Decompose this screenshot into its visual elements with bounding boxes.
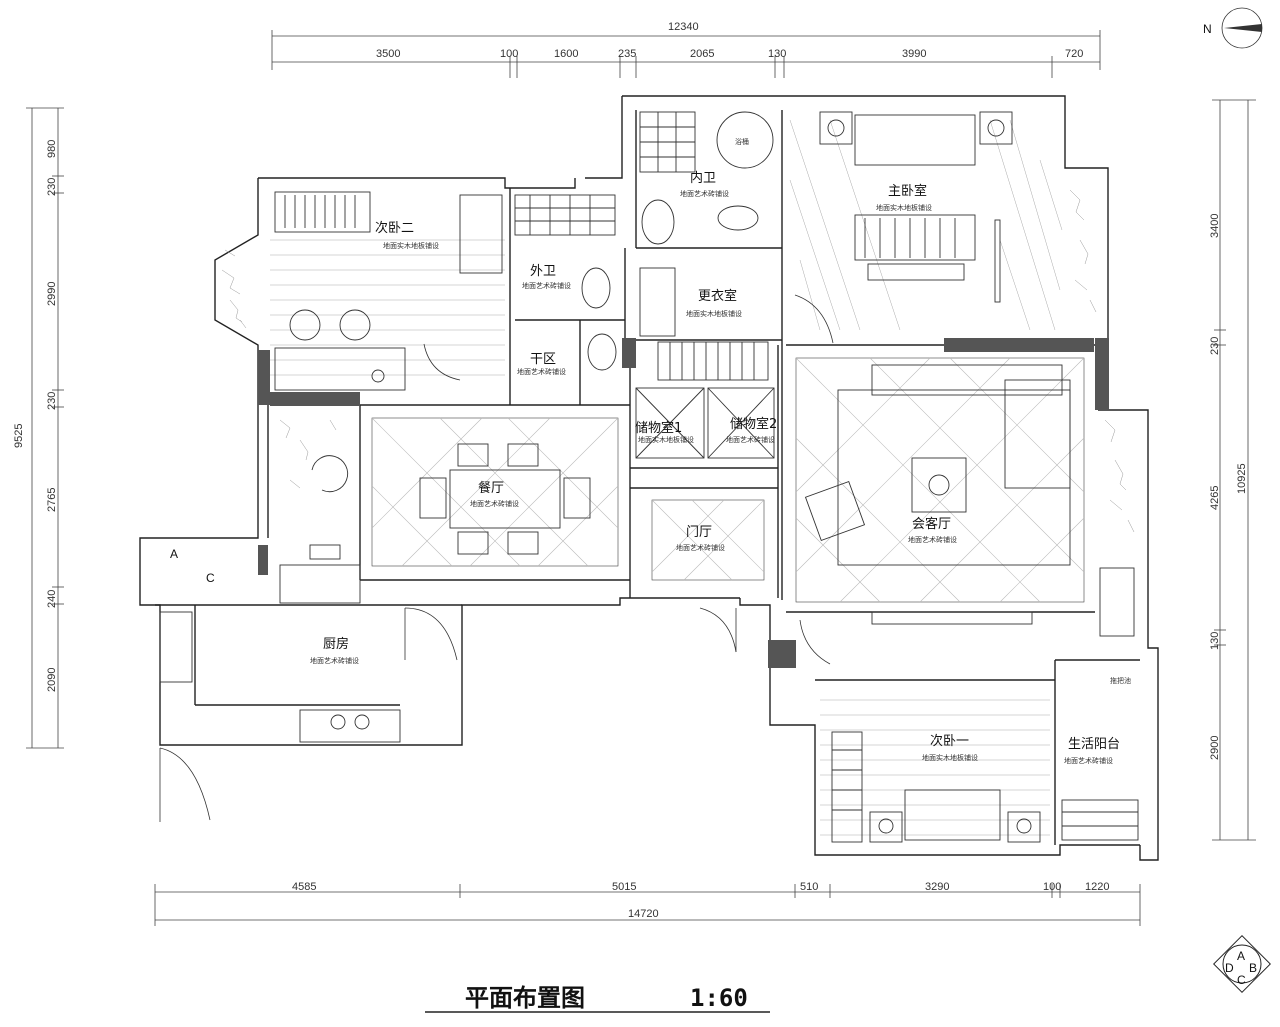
dimension-lines (26, 30, 1256, 926)
drawing-title: 平面布置图 1:60 (425, 984, 770, 1013)
index-d: D (1225, 961, 1234, 975)
dim-left-1: 980 (46, 140, 58, 158)
floor-note-bedroom2: 地面实木地板铺设 (383, 241, 439, 250)
room-name-bedroom1: 次卧一 (930, 733, 969, 749)
dim-top-5: 2065 (690, 48, 714, 60)
dim-bottom-1: 4585 (292, 881, 316, 893)
floor-note-balcony: 地面艺术砖铺设 (1064, 756, 1113, 765)
room-name-living: 会客厅 (912, 516, 951, 532)
plan-title: 平面布置图 (465, 984, 585, 1012)
tile-grid (371, 357, 1085, 603)
floor-note-master: 地面实木地板铺设 (876, 203, 932, 212)
dimension-numbers: 12340 3500 100 1600 235 2065 130 3990 72… (13, 21, 1248, 920)
floor-note-dining: 地面艺术砖铺设 (470, 499, 519, 508)
floor-note-storage1: 地面实木地板铺设 (638, 435, 694, 444)
room-name-storage1: 储物室1 (635, 420, 682, 436)
index-a: A (1237, 949, 1245, 963)
room-labels: 次卧二 地面实木地板铺设 外卫 地面艺术砖铺设 干区 地面艺术砖铺设 内卫 地面… (170, 137, 1131, 765)
dim-right-3: 4265 (1209, 486, 1221, 510)
dim-left-5: 2765 (46, 488, 58, 512)
dim-top-4: 235 (618, 48, 636, 60)
dim-top-7: 3990 (902, 48, 926, 60)
floor-note-closet: 地面实木地板铺设 (686, 309, 742, 318)
dim-left-2: 230 (46, 178, 58, 196)
dim-top-2: 100 (500, 48, 518, 60)
dim-left-4: 230 (46, 392, 58, 410)
index-c: C (1237, 973, 1246, 987)
dim-right-total: 10925 (1236, 463, 1248, 494)
dim-top-8: 720 (1065, 48, 1083, 60)
dim-left-3: 2990 (46, 282, 58, 306)
index-b: B (1249, 961, 1257, 975)
marker-a: A (170, 547, 178, 561)
floor-note-kitchen: 地面艺术砖铺设 (310, 656, 359, 665)
dim-top-1: 3500 (376, 48, 400, 60)
bathtub-label: 浴桶 (735, 137, 749, 146)
north-arrow: N (1203, 7, 1263, 49)
dim-top-3: 1600 (554, 48, 578, 60)
dim-left-total: 9525 (13, 424, 25, 448)
columns (258, 338, 1109, 668)
dim-right-1: 3400 (1209, 214, 1221, 238)
room-name-dry-zone: 干区 (530, 352, 556, 367)
plan-scale: 1:60 (690, 984, 748, 1012)
floor-note-dry-zone: 地面艺术砖铺设 (517, 367, 566, 376)
room-name-dining: 餐厅 (478, 480, 504, 496)
dim-left-6: 240 (46, 590, 58, 608)
dim-bottom-4: 3290 (925, 881, 949, 893)
room-name-bath-inner: 内卫 (690, 170, 716, 186)
dim-right-2: 230 (1209, 337, 1221, 355)
floor-note-living: 地面艺术砖铺设 (908, 535, 957, 544)
floor-hatching (270, 119, 1063, 836)
dim-top-total: 12340 (668, 21, 699, 33)
dim-bottom-3: 510 (800, 881, 818, 893)
dim-bottom-6: 1220 (1085, 881, 1109, 893)
dim-bottom-5: 100 (1043, 881, 1061, 893)
room-name-foyer: 门厅 (686, 525, 712, 540)
room-name-storage2: 储物室2 (730, 416, 777, 432)
floor-note-bedroom1: 地面实木地板铺设 (922, 753, 978, 762)
room-name-master: 主卧室 (888, 183, 927, 199)
marker-c: C (206, 571, 215, 585)
balcony-texture (221, 189, 1135, 533)
room-name-bedroom2: 次卧二 (375, 220, 414, 236)
dim-left-7: 2090 (46, 668, 58, 692)
floor-note-bath-inner: 地面艺术砖铺设 (680, 189, 729, 198)
room-name-kitchen: 厨房 (323, 636, 349, 652)
dim-bottom-2: 5015 (612, 881, 636, 893)
room-name-balcony: 生活阳台 (1068, 737, 1120, 752)
dim-right-5: 2900 (1209, 736, 1221, 760)
door-swings (159, 294, 834, 822)
index-symbol: A B C D (1213, 935, 1271, 993)
room-name-bath-outer: 外卫 (530, 264, 556, 279)
dim-bottom-total: 14720 (628, 908, 659, 920)
floor-note-bath-outer: 地面艺术砖铺设 (522, 281, 571, 290)
dim-right-4: 130 (1209, 632, 1221, 650)
furniture (159, 111, 1139, 843)
floor-note-storage2: 地面艺术砖铺设 (726, 435, 775, 444)
room-name-closet: 更衣室 (698, 288, 737, 304)
north-label: N (1203, 22, 1212, 36)
floor-note-foyer: 地面艺术砖铺设 (676, 543, 725, 552)
mop-sink-label: 拖把池 (1110, 676, 1131, 685)
dim-top-6: 130 (768, 48, 786, 60)
